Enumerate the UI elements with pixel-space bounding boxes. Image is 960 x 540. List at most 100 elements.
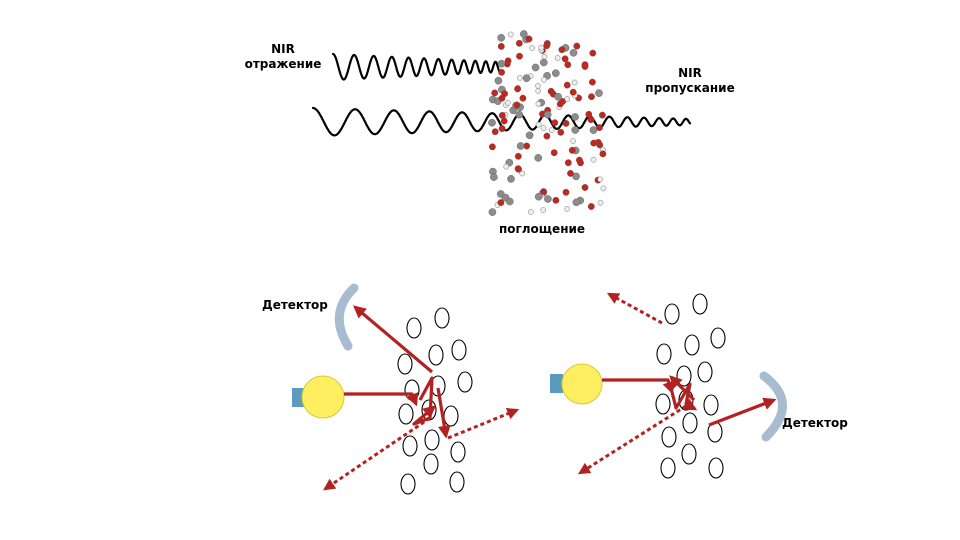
atom (594, 138, 602, 146)
atom (554, 55, 561, 61)
photon-path (669, 375, 696, 402)
photon-path (602, 378, 675, 395)
atom (488, 143, 496, 151)
atom (498, 125, 506, 133)
atom (595, 89, 603, 97)
particle (434, 307, 450, 329)
detector-label-left: Детектор (262, 298, 328, 312)
atom (573, 42, 581, 50)
atom (497, 59, 506, 68)
particle (400, 473, 416, 495)
atom (543, 110, 552, 119)
atom (525, 35, 533, 43)
atom (498, 112, 506, 119)
atom (515, 110, 524, 119)
particle (424, 429, 440, 451)
atom (535, 101, 542, 107)
atom (491, 128, 499, 136)
atom (554, 93, 562, 101)
atom (503, 163, 510, 170)
atom (561, 55, 569, 63)
atom (544, 195, 552, 203)
atom (525, 131, 534, 140)
particle (703, 394, 719, 416)
atom (520, 30, 528, 38)
atom (562, 188, 570, 196)
atom (567, 169, 574, 177)
particle (406, 317, 422, 339)
atom (559, 98, 566, 105)
scattered-photon-path (323, 416, 431, 491)
atom (498, 68, 505, 76)
atom (564, 159, 572, 167)
particle (428, 344, 444, 366)
atom (522, 74, 531, 82)
atom (507, 175, 515, 183)
detector-label-right: Детектор (782, 416, 848, 430)
atom (514, 85, 521, 93)
atom (534, 154, 543, 162)
molecular-lattice (488, 30, 607, 216)
scattered-photon-path (577, 404, 687, 475)
particle (457, 371, 473, 393)
photon-path (436, 387, 451, 439)
atom (488, 208, 497, 216)
atom (491, 89, 499, 97)
atom (585, 110, 593, 118)
atom (529, 45, 536, 51)
atom (589, 49, 597, 57)
atom (514, 152, 522, 160)
atom (543, 132, 551, 140)
atom (571, 79, 578, 86)
atom (552, 196, 560, 204)
atom (564, 96, 571, 102)
lamp-left (301, 375, 345, 419)
atom (600, 185, 607, 192)
photon-path (412, 376, 436, 426)
particle (710, 327, 726, 349)
atom (581, 184, 589, 191)
atom (564, 61, 572, 69)
atom (490, 173, 498, 181)
atom (589, 126, 598, 134)
particle (449, 471, 465, 493)
atom (494, 76, 503, 85)
atom (516, 52, 523, 60)
lamp-right (561, 363, 603, 405)
atom (547, 87, 555, 95)
atom (540, 58, 548, 67)
atom (504, 100, 511, 106)
atom (562, 120, 570, 127)
atom (568, 146, 576, 154)
particle (660, 457, 676, 479)
atom (519, 94, 527, 102)
particle (450, 441, 466, 463)
atom (569, 88, 577, 96)
atom (514, 165, 522, 173)
atom (519, 170, 526, 177)
atom (563, 81, 571, 89)
atom (540, 125, 547, 131)
nir-transmission-label: NIR пропускание (645, 66, 735, 95)
atom (541, 54, 548, 60)
atom (515, 39, 523, 47)
atom (590, 156, 597, 163)
atom (571, 126, 580, 134)
particle (692, 293, 708, 315)
atom (538, 44, 545, 51)
atom (504, 57, 512, 65)
atom (571, 113, 579, 121)
atom (531, 63, 540, 72)
atom (497, 199, 505, 207)
particle (697, 361, 713, 383)
atom (587, 203, 595, 210)
atom (535, 121, 542, 128)
atom (569, 49, 578, 57)
particle (451, 339, 467, 361)
atom (507, 31, 514, 38)
atom (572, 198, 581, 207)
atom (505, 197, 514, 206)
absorption-label: поглощение (498, 222, 586, 236)
atom (516, 142, 525, 150)
particle (708, 457, 724, 479)
